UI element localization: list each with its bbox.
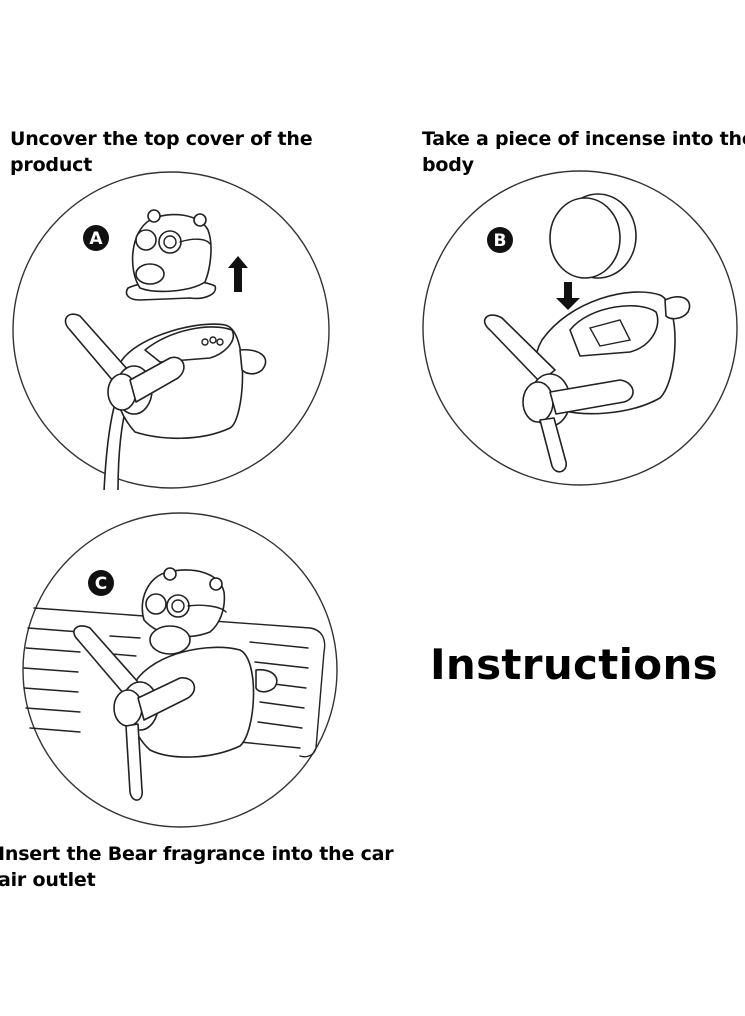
airplane-diffuser-icon	[64, 313, 267, 490]
step-b-caption: Take a piece of incense into the body	[422, 126, 745, 178]
step-c-caption-line2: air outlet	[0, 869, 96, 891]
svg-text:A: A	[89, 229, 103, 249]
airplane-body-icon	[484, 291, 691, 473]
page-title: Instructions	[430, 640, 718, 689]
step-a-caption-line2: product	[10, 154, 93, 176]
step-a-caption-line1: Uncover the top cover of the	[10, 128, 313, 150]
step-c-caption: Insert the Bear fragrance into the car a…	[0, 841, 394, 893]
step-c-caption-line1: Insert the Bear fragrance into the car	[0, 843, 394, 865]
svg-text:B: B	[494, 231, 507, 251]
step-a-circle-frame	[12, 171, 330, 489]
incense-pad-icon	[549, 193, 637, 279]
step-b-caption-line2: body	[422, 154, 474, 176]
step-a-illustration: A	[10, 170, 335, 490]
bear-airplane-icon	[73, 567, 278, 801]
bear-cover-icon	[125, 209, 217, 301]
step-c-illustration: C	[20, 512, 340, 832]
badge-a-icon: A	[83, 225, 109, 251]
badge-b-icon: B	[487, 227, 513, 253]
badge-c-icon: C	[88, 570, 114, 596]
step-a-caption: Uncover the top cover of the product	[10, 126, 313, 178]
step-b-caption-line1: Take a piece of incense into the	[422, 128, 745, 150]
step-b-illustration: B	[420, 170, 745, 490]
arrow-up-icon	[228, 256, 248, 292]
arrow-down-icon	[556, 282, 580, 310]
svg-text:C: C	[95, 574, 107, 594]
